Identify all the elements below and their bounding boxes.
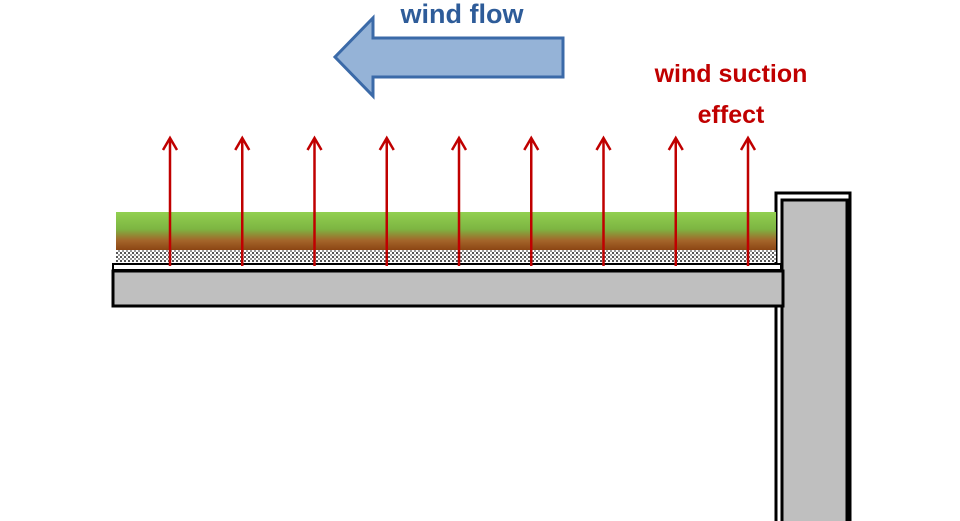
suction-arrow-head: [161, 135, 179, 151]
drainage-gravel-layer: [116, 250, 776, 262]
suction-arrow-head: [739, 135, 757, 151]
concrete-wall: [780, 198, 849, 521]
suction-arrow-head: [667, 135, 684, 151]
suction-arrow-head: [378, 135, 395, 151]
suction-arrow-head: [450, 135, 468, 151]
wind-suction-label-line1: wind suction: [654, 60, 808, 88]
wind-flow-arrow: [332, 14, 565, 100]
membrane-layer: [112, 263, 782, 271]
suction-arrow-head: [523, 135, 540, 151]
suction-arrow-head: [306, 135, 323, 151]
suction-arrow-head: [595, 135, 612, 151]
green-roof-substrate: [116, 212, 776, 250]
suction-arrows-group: [161, 135, 757, 266]
wind-flow-label: wind flow: [400, 0, 525, 29]
concrete-roof-slab: [111, 269, 785, 308]
suction-arrow-head: [234, 135, 251, 151]
wind-suction-label-line2: effect: [698, 101, 765, 129]
